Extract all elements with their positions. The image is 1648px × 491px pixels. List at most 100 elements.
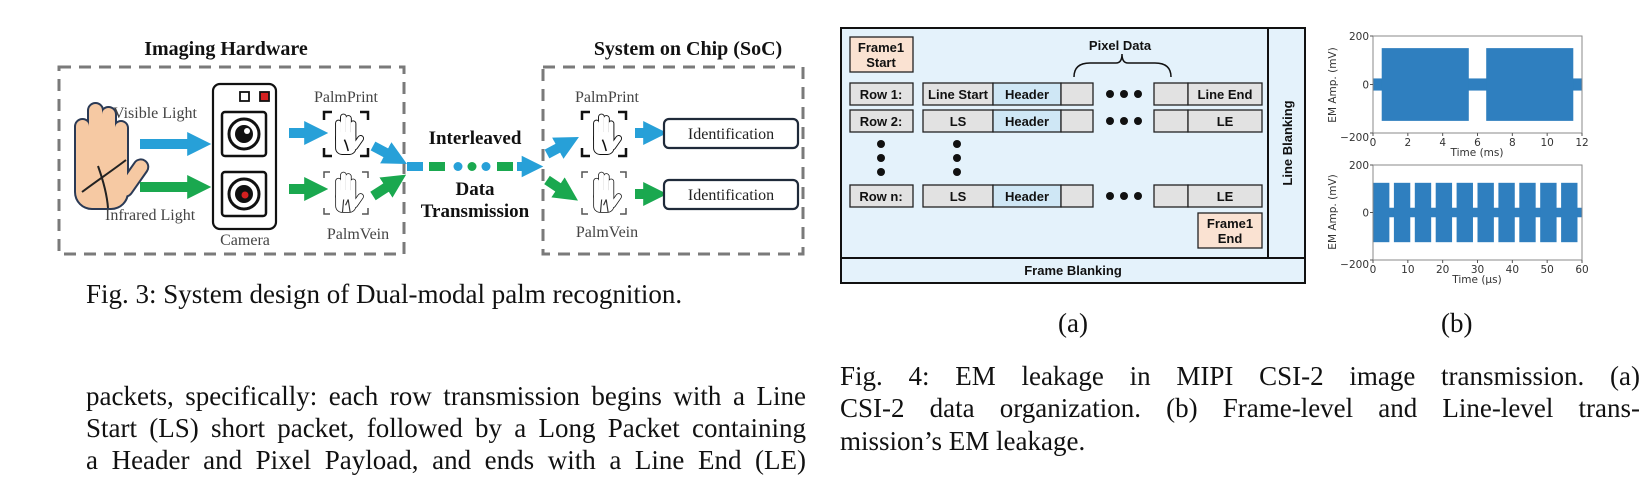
panel-label-a: (a) bbox=[1058, 308, 1088, 338]
vertical-ellipsis bbox=[877, 140, 961, 176]
y-tick-label: 200 bbox=[1349, 160, 1369, 172]
palmvein-label-right: PalmVein bbox=[576, 224, 638, 241]
pixel-cell bbox=[1060, 82, 1094, 106]
signal-burst bbox=[1414, 182, 1432, 243]
signal-burst bbox=[1456, 182, 1473, 243]
signal-burst bbox=[1477, 182, 1494, 243]
frame-end-box bbox=[1197, 212, 1263, 249]
line-start-cell: Line Start bbox=[928, 87, 989, 102]
line-end-cell: Line End bbox=[1198, 87, 1253, 102]
interleaved-data-stream bbox=[407, 155, 544, 178]
frame-blanking-label: Frame Blanking bbox=[1024, 263, 1122, 278]
signal-burst bbox=[1486, 48, 1574, 121]
frame-start-label-1: Frame1 bbox=[858, 40, 904, 55]
caption-line: mission’s EM leakage. bbox=[840, 426, 1086, 456]
x-axis-label: Time (ms) bbox=[1450, 147, 1504, 159]
paragraph-line: a Header and Pixel Payload, and ends wit… bbox=[86, 445, 806, 475]
palmprint-icon bbox=[580, 110, 628, 158]
x-tick-label: 10 bbox=[1401, 264, 1414, 276]
identification-box-2 bbox=[662, 178, 800, 211]
figure-3-caption: Fig. 3: System design of Dual-modal palm… bbox=[86, 279, 683, 309]
interleaved-label: Interleaved bbox=[429, 128, 522, 149]
frame-start-label-2: Start bbox=[866, 55, 896, 70]
paragraph-line: Start (LS) short packet, followed by a L… bbox=[86, 413, 806, 443]
signal-burst bbox=[1381, 48, 1469, 121]
signal-burst bbox=[1561, 182, 1578, 243]
line-end-cell: LE bbox=[1217, 114, 1234, 129]
row-n: Row n: LS Header LE bbox=[849, 184, 1263, 208]
identification-label-2: Identification bbox=[688, 187, 774, 204]
header-cell: Header bbox=[1005, 114, 1049, 129]
paragraph-line: packets, specifically: each row transmis… bbox=[86, 381, 806, 411]
line-start-cell: LS bbox=[950, 114, 967, 129]
pixel-data-brace bbox=[1073, 53, 1172, 78]
signal-burst bbox=[1498, 182, 1515, 243]
palmvein-icon bbox=[581, 171, 627, 215]
caption-line: CSI-2 data organization. (b) Frame-level… bbox=[840, 393, 1640, 423]
caption-line: Fig. 4: EM leakage in MIPI CSI-2 image t… bbox=[840, 361, 1640, 391]
y-tick-label: 200 bbox=[1349, 31, 1369, 43]
x-axis-label: Time (µs) bbox=[1451, 274, 1501, 286]
pixel-cell bbox=[1060, 109, 1094, 133]
infrared-light-label: Infrared Light bbox=[105, 207, 196, 224]
figure-3: Imaging Hardware System on Chip (SoC) Vi… bbox=[57, 38, 805, 256]
palmprint-label-right: PalmPrint bbox=[575, 89, 640, 106]
frame-start-box bbox=[849, 36, 914, 73]
signal-burst bbox=[1540, 182, 1557, 243]
soc-palmvein-arrow bbox=[544, 175, 578, 201]
palmvein-icon bbox=[323, 171, 369, 215]
imaging-hardware-box bbox=[57, 65, 406, 256]
signal-burst bbox=[1393, 182, 1411, 243]
camera-icon bbox=[211, 82, 278, 231]
x-tick-label: 8 bbox=[1509, 137, 1516, 149]
x-tick-label: 30 bbox=[1471, 264, 1484, 276]
pixel-data-label: Pixel Data bbox=[1089, 38, 1152, 53]
palmprint-label-left: PalmPrint bbox=[314, 89, 379, 106]
panel-label-b: (b) bbox=[1441, 308, 1473, 338]
y-tick-label: 0 bbox=[1362, 208, 1369, 220]
row-label: Row 1: bbox=[860, 87, 903, 102]
palmvein-label-left: PalmVein bbox=[327, 226, 389, 243]
line-blanking-label: Line Blanking bbox=[1280, 100, 1295, 185]
x-tick-label: 0 bbox=[1370, 264, 1377, 276]
x-tick-label: 50 bbox=[1540, 264, 1553, 276]
identification-label-1: Identification bbox=[688, 126, 774, 143]
row-label: Row 2: bbox=[860, 114, 903, 129]
imaging-hardware-title: Imaging Hardware bbox=[144, 38, 308, 60]
row-label: Row n: bbox=[859, 189, 902, 204]
palmvein-merge-arrow bbox=[370, 174, 407, 201]
figure-4a-csi2-diagram: Line Blanking Frame Blanking Frame1 Star… bbox=[840, 27, 1306, 284]
x-tick-label: 10 bbox=[1540, 137, 1553, 149]
y-axis-label: EM Amp. (mV) bbox=[1327, 47, 1339, 122]
x-tick-label: 60 bbox=[1575, 264, 1588, 276]
header-cell: Header bbox=[1005, 189, 1049, 204]
soc-title: System on Chip (SoC) bbox=[594, 38, 782, 60]
frame-end-label-2: End bbox=[1218, 231, 1243, 246]
header-cell: Header bbox=[1005, 87, 1049, 102]
signal-burst bbox=[1519, 182, 1536, 243]
y-tick-label: 0 bbox=[1362, 80, 1369, 92]
pixel-cell bbox=[1153, 109, 1189, 133]
y-axis-label: EM Amp. (mV) bbox=[1327, 174, 1339, 249]
row-2: Row 2: LS Header LE bbox=[849, 109, 1263, 133]
soc-palmprint-arrow bbox=[544, 136, 579, 159]
line-start-cell: LS bbox=[950, 189, 967, 204]
signal-burst bbox=[1373, 182, 1390, 243]
pixel-cell bbox=[1153, 82, 1189, 106]
row-1: Row 1: Line Start Header Line End bbox=[849, 82, 1263, 106]
palmprint-merge-arrow bbox=[370, 141, 407, 164]
identification-box-1 bbox=[662, 117, 800, 150]
visible-light-label: Visible Light bbox=[113, 105, 197, 122]
y-tick-label: −200 bbox=[1340, 259, 1369, 271]
transmission-label: Transmission bbox=[421, 201, 530, 222]
y-tick-label: −200 bbox=[1340, 132, 1369, 144]
palmprint-icon bbox=[322, 110, 370, 158]
data-label: Data bbox=[455, 179, 495, 200]
x-tick-label: 12 bbox=[1575, 137, 1588, 149]
x-tick-label: 20 bbox=[1436, 264, 1449, 276]
line-end-cell: LE bbox=[1217, 189, 1234, 204]
pixel-cell bbox=[1153, 184, 1189, 208]
figures-canvas: Imaging Hardware System on Chip (SoC) Vi… bbox=[57, 27, 1589, 286]
